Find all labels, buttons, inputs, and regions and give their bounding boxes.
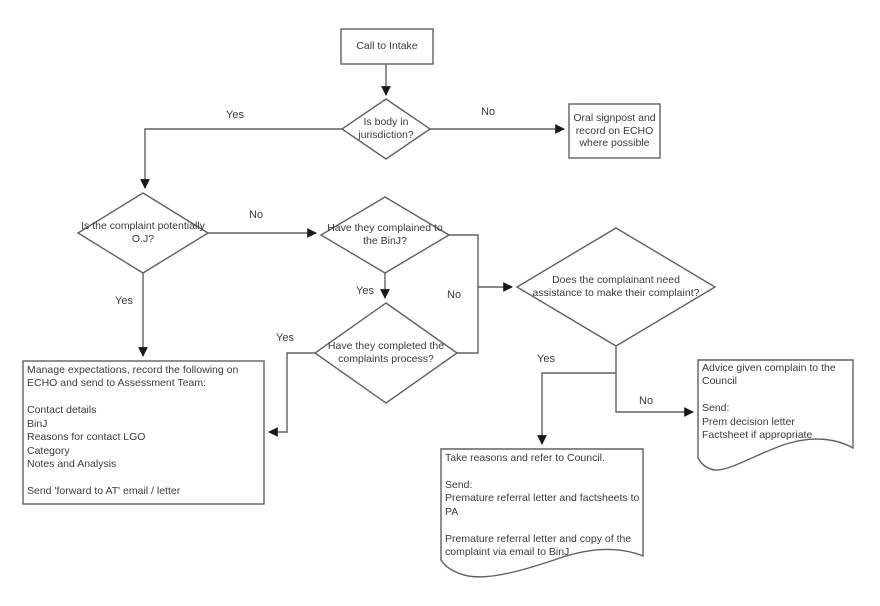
- node-label-have-they-complained-to-binj: Have they complained to the BinJ?: [327, 222, 443, 247]
- node-label-is-body-in-jurisdiction: Is body in jurisdiction?: [358, 116, 414, 141]
- edge-assistance-no-to-advice: [615, 346, 694, 417]
- decision-diamond-completed-process: [313, 302, 459, 404]
- edge-label-jurisdiction-no: No: [481, 106, 496, 118]
- node-label-does-complainant-need-assistance: Does the complainant need assistance to …: [532, 274, 700, 299]
- edge-label-assistance-no: No: [639, 395, 654, 407]
- decision-diamond-potentially-oj: [76, 192, 210, 274]
- edge-label-binj-yes: Yes: [356, 285, 374, 297]
- node-label-call-to-intake: Call to Intake: [356, 40, 418, 53]
- node-label-have-they-completed-process: Have they completed the complaints proce…: [327, 340, 445, 365]
- edge-label-binj-no: No: [447, 289, 462, 301]
- edge-label-assistance-yes: Yes: [537, 353, 555, 365]
- node-label-is-complaint-potentially-oj: Is the complaint potentially O.J?: [81, 220, 205, 245]
- edge-jurisdiction-yes-to-oj: [140, 128, 342, 189]
- node-text-advice-given: Advice given complain to the Council Sen…: [702, 362, 836, 442]
- edge-completed-yes-to-manage: [268, 352, 315, 437]
- node-label-oral-signpost: Oral signpost and record on ECHO where p…: [573, 111, 656, 150]
- edge-label-jurisdiction-yes: Yes: [226, 109, 244, 121]
- edge-label-completed-yes: Yes: [276, 332, 294, 344]
- node-text-take-reasons: Take reasons and refer to Council. Send:…: [445, 452, 640, 559]
- process-box-manage-expectations: [22, 360, 265, 505]
- decision-diamond-need-assistance: [515, 227, 717, 347]
- document-shape-advice-given: [697, 359, 854, 471]
- edge-label-oj-yes: Yes: [115, 295, 133, 307]
- document-shape-take-reasons: [440, 448, 644, 578]
- decision-diamond-jurisdiction: [340, 98, 432, 160]
- decision-diamond-complained-binj: [319, 196, 451, 274]
- edge-binj-completed-no-merge: [449, 234, 479, 354]
- edge-assistance-yes-to-take-reasons: [537, 372, 616, 445]
- process-box-oral-signpost: [568, 103, 661, 159]
- node-text-manage-expectations: Manage expectations, record the followin…: [27, 364, 239, 497]
- process-box-call-to-intake: [340, 28, 434, 65]
- edge-label-oj-no: No: [249, 209, 264, 221]
